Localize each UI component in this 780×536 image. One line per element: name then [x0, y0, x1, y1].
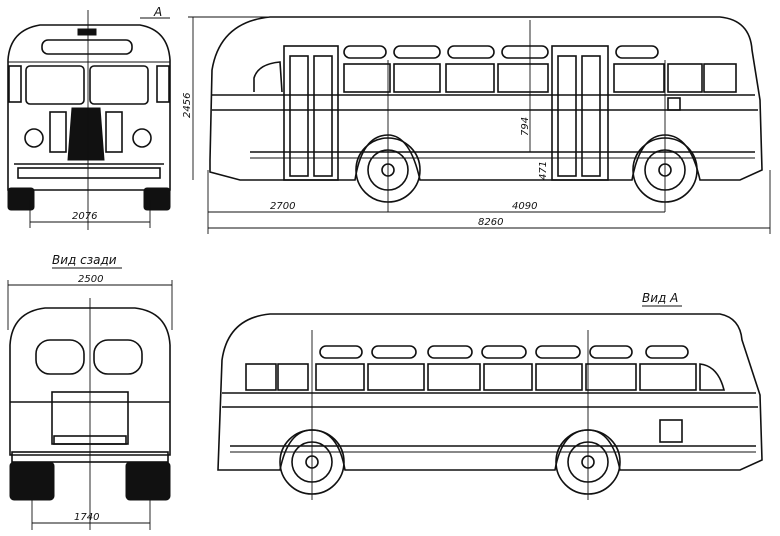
dim-front-overhang: 2700 [270, 201, 295, 212]
rear-view: Вид сзади 2500 1740 [7, 253, 173, 530]
dim-rear-track: 1740 [74, 512, 99, 523]
dim-height: 2456 [182, 93, 193, 118]
front-view: A 2076 [7, 5, 171, 230]
dim-front-track: 2076 [72, 211, 97, 222]
dim-wheelbase: 4090 [512, 201, 537, 212]
rear-view-label: Вид сзади [52, 253, 117, 267]
dim-floor-height: 471 [538, 161, 549, 180]
side-view-a: Вид А [217, 291, 763, 500]
view-a-label: Вид А [642, 291, 678, 305]
side-view-right: 794 471 2456 2700 4090 8260 [182, 16, 771, 234]
view-a-marker: A [153, 5, 162, 19]
dim-overall-width: 2500 [78, 274, 103, 285]
dim-window-height: 794 [520, 117, 531, 136]
dim-overall-length: 8260 [478, 217, 503, 228]
